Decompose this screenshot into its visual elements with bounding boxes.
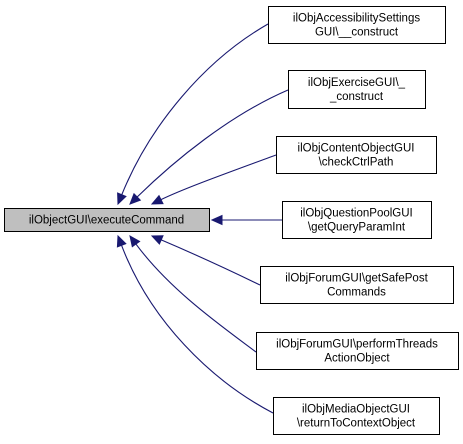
edge-c3-to-root	[160, 154, 277, 201]
caller-node-c7[interactable]: ilObjMediaObjectGUI \returnToContextObjec…	[273, 397, 440, 435]
node-label-line: GUI\__construct	[315, 27, 399, 39]
edge-c5-to-root	[160, 239, 261, 286]
arrowhead-icon	[129, 235, 141, 248]
edge-c2-to-root	[136, 89, 289, 198]
node-label-line: ilObjAccessibilitySettings	[293, 13, 420, 25]
node-label-line: ActionObject	[324, 353, 390, 365]
node-box	[276, 136, 437, 174]
node-box	[288, 70, 426, 109]
arrowhead-icon	[150, 235, 164, 245]
node-box	[268, 6, 446, 44]
node-label-line: \checkCtrlPath	[319, 157, 394, 169]
arrowhead-icon	[116, 234, 127, 248]
edge-c6-to-root	[135, 243, 257, 353]
caller-node-c2[interactable]: ilObjExerciseGUI\_ _construct	[288, 70, 426, 109]
node-label-line: ilObjectGUI\executeCommand	[29, 215, 184, 227]
caller-node-c4[interactable]: ilObjQuestionPoolGUI \getQueryParamInt	[282, 201, 432, 239]
node-label-line: \getQueryParamInt	[308, 222, 406, 234]
node-box	[273, 397, 440, 435]
arrowhead-icon	[150, 194, 164, 205]
edge-c7-to-root	[121, 245, 274, 414]
node-label-line: ilObjExerciseGUI\_	[308, 77, 406, 89]
node-box	[4, 208, 210, 232]
nodes-layer: ilObjectGUI\executeCommand ilObjAccessibi…	[4, 6, 459, 435]
caller-node-c3[interactable]: ilObjContentObjectGUI \checkCtrlPath	[276, 136, 437, 174]
node-label-line: ilObjMediaObjectGUI	[302, 404, 410, 416]
root-node[interactable]: ilObjectGUI\executeCommand	[4, 208, 210, 232]
node-label-line: \returnToContextObject	[297, 418, 416, 430]
arrowhead-icon	[129, 192, 142, 205]
edges-layer	[116, 23, 289, 414]
node-label-line: ilObjForumGUI\getSafePost	[285, 273, 428, 285]
arrowhead-icon	[210, 214, 223, 226]
node-label-line: _construct	[329, 91, 384, 103]
node-label-line: ilObjForumGUI\performThreads	[276, 339, 438, 351]
edge-c1-to-root	[121, 23, 269, 195]
node-label-line: ilObjQuestionPoolGUI	[300, 208, 413, 220]
node-label-line: Commands	[327, 287, 386, 299]
node-box	[256, 332, 459, 370]
node-label-line: ilObjContentObjectGUI	[298, 143, 415, 155]
arrowhead-icon	[117, 192, 127, 206]
node-box	[282, 201, 432, 239]
node-box	[260, 266, 454, 304]
caller-node-c1[interactable]: ilObjAccessibilitySettingsGUI\__construc…	[268, 6, 446, 44]
